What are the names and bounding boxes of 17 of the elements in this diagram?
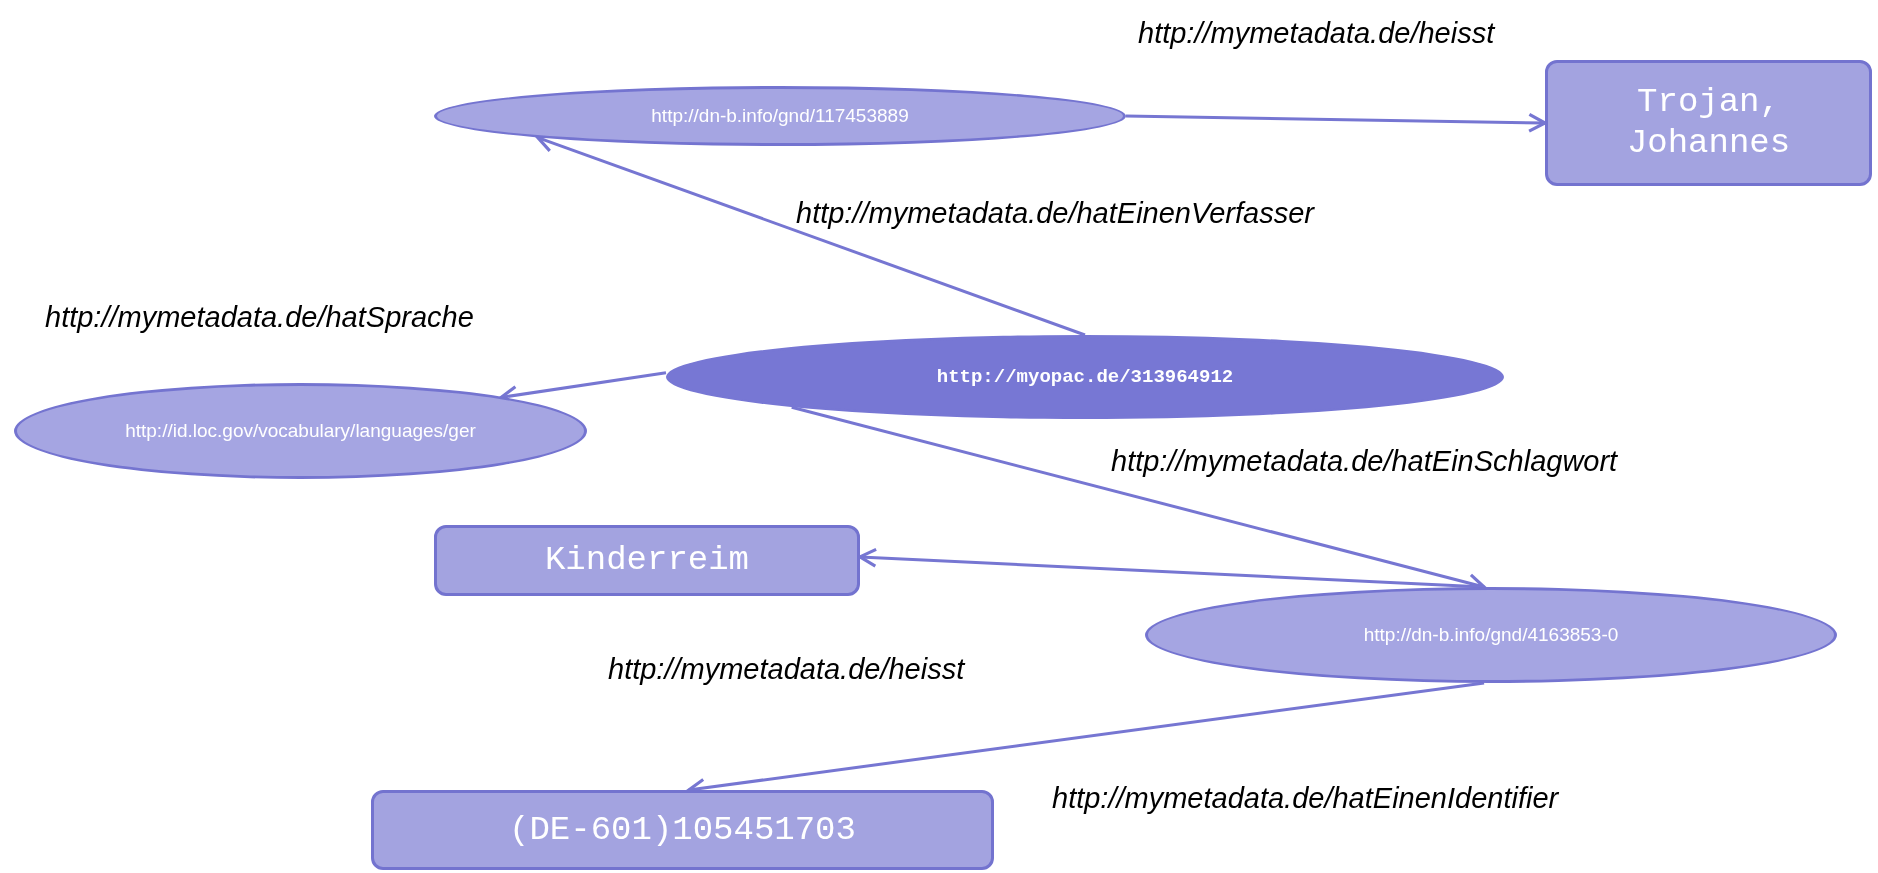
rounded-box <box>1545 60 1872 186</box>
edge-label: http://mymetadata.de/hatSprache <box>45 300 474 335</box>
edge-label: http://mymetadata.de/heisst <box>1138 16 1495 51</box>
arrow <box>1125 112 1547 133</box>
edge-label: http://mymetadata.de/hatEinenIdentifier <box>1052 781 1559 816</box>
node-label: Kinderreim <box>543 540 750 581</box>
rounded-box <box>371 790 994 870</box>
node-label: http://myopac.de/313964912 <box>936 364 1234 390</box>
node-label: http://dn-b.info/gnd/117453889 <box>650 104 910 128</box>
node-label: http://dn-b.info/gnd/4163853-0 <box>1362 623 1620 647</box>
rounded-box <box>434 525 860 596</box>
node-label: Trojan, Johannes <box>1625 82 1792 164</box>
node-label: (DE-601)105451703 <box>508 809 857 851</box>
node-label: http://id.loc.gov/vocabulary/languages/ger <box>124 419 477 443</box>
edge-label: http://mymetadata.de/hatEinenVerfasser <box>796 196 1314 231</box>
edge-label: http://mymetadata.de/hatEinSchlagwort <box>1111 444 1618 479</box>
edge-label: http://mymetadata.de/heisst <box>608 652 965 687</box>
